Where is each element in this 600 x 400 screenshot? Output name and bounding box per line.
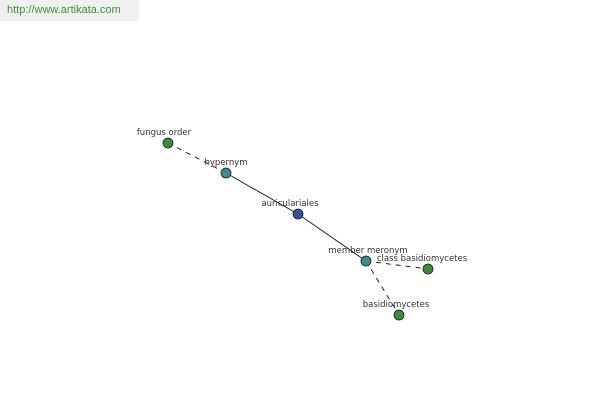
node-label-member-meronym: member meronym bbox=[328, 246, 407, 256]
node-fungus-order[interactable]: fungus order bbox=[137, 128, 192, 149]
node-circle-auriculariales[interactable] bbox=[292, 208, 304, 220]
node-member-meronym[interactable]: member meronym bbox=[328, 246, 408, 267]
node-circle-class-basidiomycetes[interactable] bbox=[422, 263, 434, 275]
edge-hypernym-fungus-order bbox=[167, 142, 227, 174]
graph-nodes: auriculariales hypernym member meronym fung… bbox=[137, 128, 468, 321]
node-circle-member-meronym[interactable] bbox=[360, 255, 372, 267]
node-label-class-basidiomycetes: class basidiomycetes bbox=[377, 254, 468, 264]
node-basidiomycetes[interactable]: basidiomycetes bbox=[363, 300, 430, 321]
edge-member-meronym-basidiomycetes bbox=[365, 260, 400, 316]
node-label-auriculariales: auriculariales bbox=[261, 199, 319, 209]
edge-auriculariales-member-meronym bbox=[297, 213, 367, 262]
node-class-basidiomycetes[interactable]: class basidiomycetes bbox=[377, 254, 468, 275]
node-hypernym[interactable]: hypernym bbox=[204, 158, 248, 179]
node-label-fungus-order: fungus order bbox=[137, 128, 192, 138]
node-circle-basidiomycetes[interactable] bbox=[393, 309, 405, 321]
site-url-link[interactable]: http://www.artikata.com bbox=[0, 0, 139, 21]
node-circle-fungus-order[interactable] bbox=[162, 137, 174, 149]
node-label-basidiomycetes: basidiomycetes bbox=[363, 300, 430, 310]
edge-member-meronym-class-basidiomycetes bbox=[365, 260, 429, 270]
edge-auriculariales-hypernym bbox=[225, 172, 299, 215]
node-label-hypernym: hypernym bbox=[204, 158, 247, 168]
node-auriculariales[interactable]: auriculariales bbox=[261, 199, 319, 220]
node-circle-hypernym[interactable] bbox=[220, 167, 232, 179]
graph-edges bbox=[167, 142, 429, 316]
